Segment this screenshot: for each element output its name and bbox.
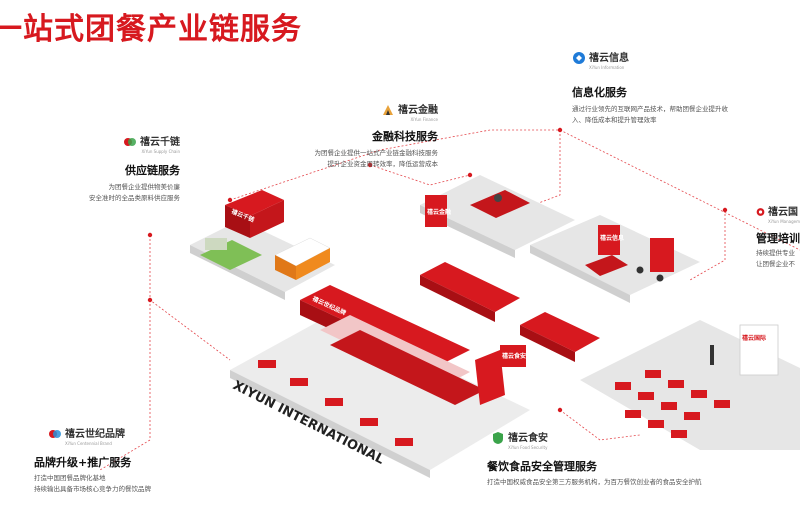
finance-brand: 禧云金融 bbox=[398, 105, 438, 116]
supply-platform bbox=[190, 190, 335, 300]
supply-brand: 禧云千链 bbox=[140, 137, 180, 148]
dining-hall bbox=[230, 285, 530, 478]
booths bbox=[420, 262, 600, 367]
finance-desc-1: 为团餐企业提供一站式产业链金融科技服务 bbox=[314, 149, 439, 157]
brand-desc-1: 打造中国团餐品牌化基地 bbox=[34, 474, 106, 482]
supply-brand-en: XiYun Supply Chain bbox=[141, 149, 180, 154]
finance-logo: 禧云金融 XiYun Finance bbox=[315, 98, 438, 122]
brand-service-name: 品牌升级+推广服务 bbox=[34, 456, 132, 469]
brand-desc-2: 持续输出具备市场核心竞争力的餐饮品牌 bbox=[34, 485, 151, 493]
info-logo-icon bbox=[573, 52, 585, 64]
mgmt-logo-icon bbox=[756, 208, 765, 216]
supply-desc-2: 安全准时的全品类原料供应服务 bbox=[89, 194, 180, 202]
mgmt-desc-1: 持续提供专业 bbox=[756, 249, 795, 257]
mgmt-brand: 禧云国 bbox=[768, 207, 799, 218]
connector-dots bbox=[147, 127, 728, 413]
info-brand: 禧云信息 bbox=[589, 53, 629, 64]
sign-finance: 禧云金融 bbox=[427, 208, 451, 216]
sign-safety: 禧云食安 bbox=[502, 352, 526, 360]
info-service-name: 信息化服务 bbox=[572, 86, 627, 99]
info-logo: 禧云信息 XiYun Information bbox=[572, 46, 728, 70]
finance-block: 禧云金融 XiYun Finance 金融科技服务 为团餐企业提供一站式产业链金… bbox=[314, 98, 439, 170]
mgmt-desc-2: 让团餐企业不 bbox=[756, 260, 795, 268]
info-brand-en: XiYun Information bbox=[589, 65, 625, 70]
info-platform bbox=[530, 215, 700, 303]
supply-service-name: 供应链服务 bbox=[125, 164, 180, 177]
brand-brand: 禧云世纪品牌 bbox=[65, 429, 125, 440]
mgmt-brand-en: XiYun Managem bbox=[768, 219, 800, 224]
sign-info: 禧云信息 bbox=[600, 234, 624, 242]
supply-logo: 禧云千链 XiYun Supply Chain bbox=[89, 130, 180, 154]
info-desc-2: 入、降低成本和提升管理效率 bbox=[572, 116, 657, 124]
safety-block: 禧云食安 XiYun Food Security 餐饮食品安全管理服务 打造中国… bbox=[487, 426, 702, 488]
info-block: 禧云信息 XiYun Information 信息化服务 通过行业领先的互联网产… bbox=[572, 46, 728, 126]
safety-logo-icon bbox=[493, 432, 503, 444]
supply-desc-1: 为团餐企业提供物美价廉 bbox=[108, 183, 181, 191]
sign-mgmt: 禧云国际 bbox=[742, 334, 766, 342]
page-title: 一站式团餐产业链服务 bbox=[0, 12, 302, 47]
safety-brand: 禧云食安 bbox=[508, 433, 548, 444]
mgmt-logo: 禧云国 XiYun Managem bbox=[756, 200, 800, 224]
brand-brand-en: XiYun Centennial Brand bbox=[65, 441, 112, 446]
finance-platform bbox=[420, 175, 575, 258]
finance-brand-en: XiYun Finance bbox=[410, 117, 438, 122]
safety-logo: 禧云食安 XiYun Food Security bbox=[491, 426, 702, 450]
safety-brand-en: XiYun Food Security bbox=[508, 445, 548, 450]
mgmt-service-name: 管理培训 bbox=[756, 232, 800, 245]
brand-logo-icon bbox=[49, 430, 61, 438]
info-desc-1: 通过行业领先的互联网产品技术，帮助团餐企业提升收 bbox=[572, 105, 728, 113]
safety-service-name: 餐饮食品安全管理服务 bbox=[487, 460, 597, 473]
finance-desc-2: 提升企业资金周转效率，降低运营成本 bbox=[327, 160, 439, 168]
finance-logo-icon bbox=[383, 105, 393, 115]
finance-service-name: 金融科技服务 bbox=[372, 130, 438, 143]
supply-block: 禧云千链 XiYun Supply Chain 供应链服务 为团餐企业提供物美价… bbox=[89, 130, 180, 204]
mgmt-block: 禧云国 XiYun Managem 管理培训 持续提供专业 让团餐企业不 bbox=[756, 200, 800, 270]
supply-logo-icon bbox=[124, 138, 136, 146]
safety-desc-1: 打造中国权威食品安全第三方服务机构，为百万餐饮创业者的食品安全护航 bbox=[487, 478, 702, 486]
training-platform bbox=[580, 320, 800, 450]
brand-block: 禧云世纪品牌 XiYun Centennial Brand 品牌升级+推广服务 … bbox=[34, 422, 151, 495]
brand-logo: 禧云世纪品牌 XiYun Centennial Brand bbox=[48, 422, 151, 446]
